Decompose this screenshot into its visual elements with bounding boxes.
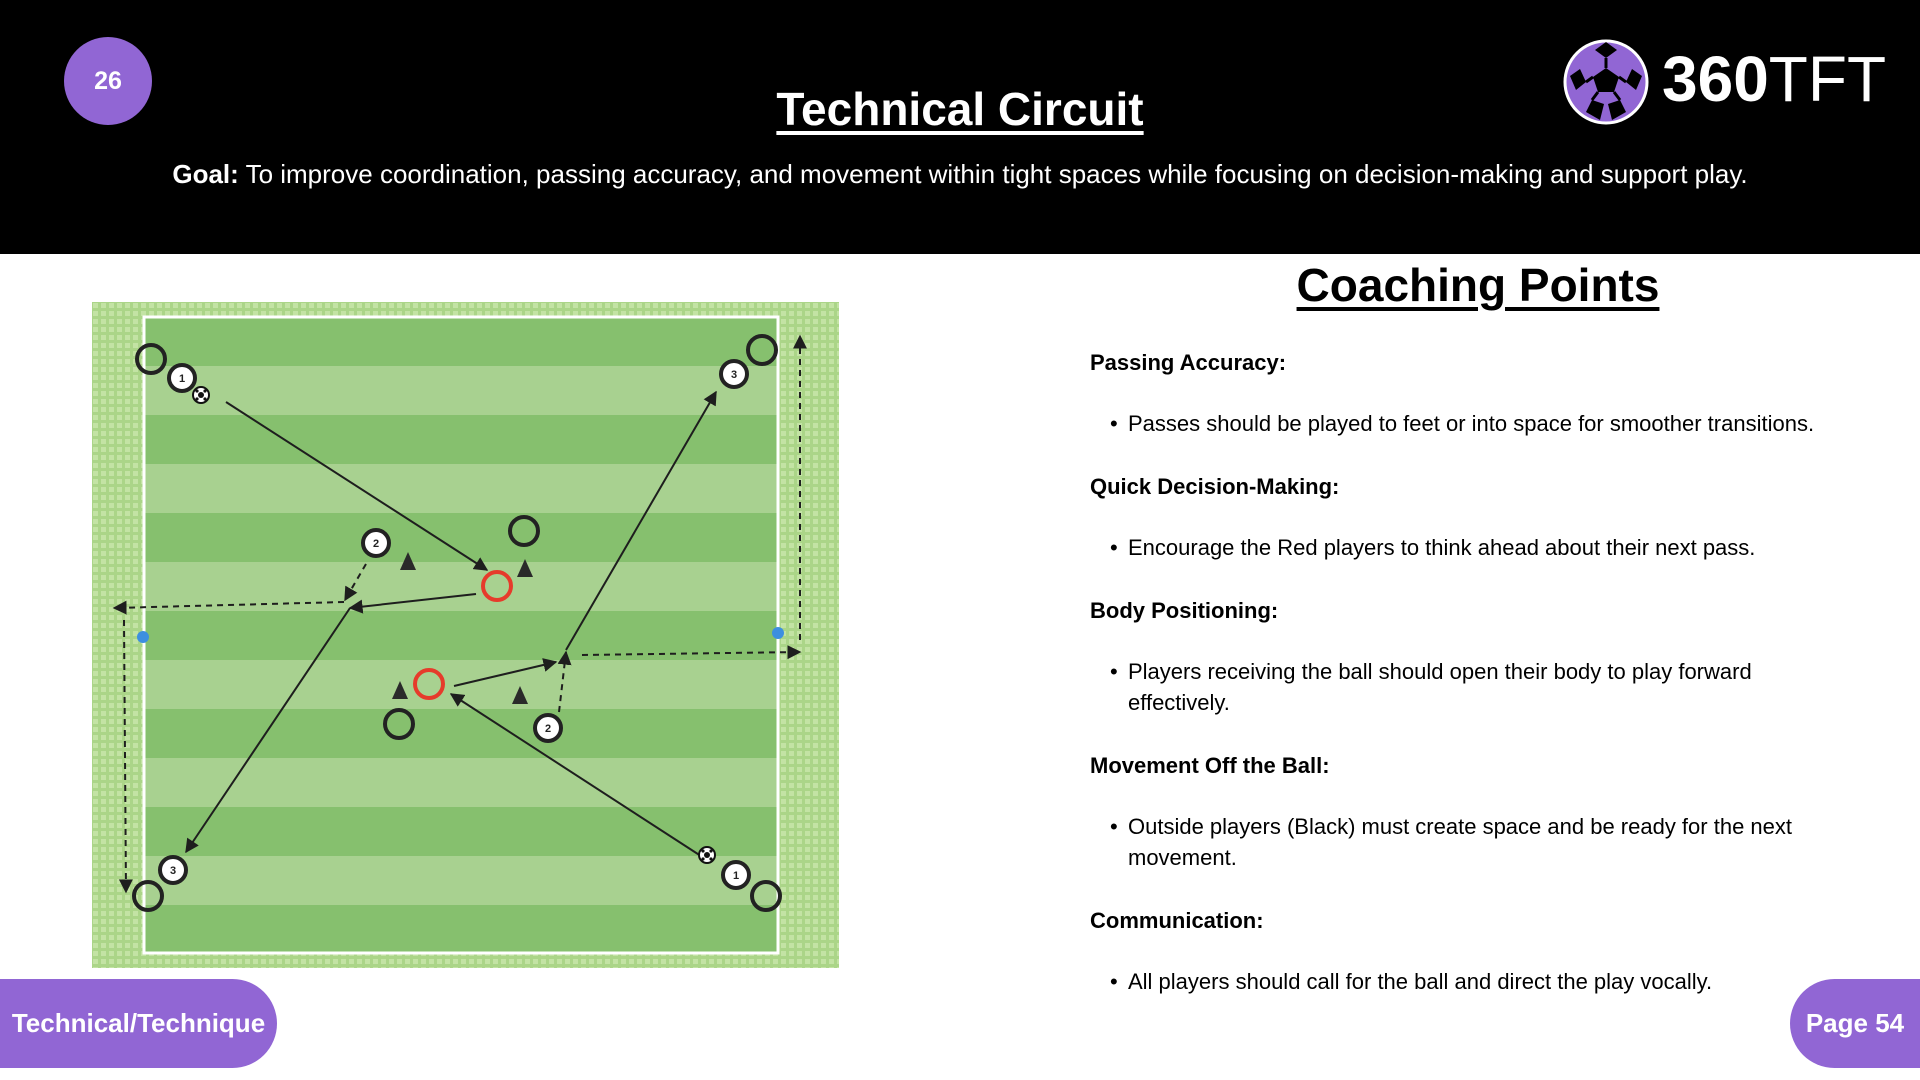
player-marker-1: [167, 363, 197, 393]
session-number-badge: 26: [64, 37, 152, 125]
cone-marker: [517, 559, 533, 577]
coaching-point: Players receiving the ball should open t…: [1110, 656, 1828, 718]
player-marker: [135, 343, 167, 375]
player-marker: [508, 515, 540, 547]
goal-text: To improve coordination, passing accurac…: [238, 159, 1748, 189]
pass-arrow: [449, 693, 705, 859]
coaching-point: Outside players (Black) must create spac…: [1110, 811, 1828, 873]
player-number: 3: [170, 865, 176, 877]
pass-arrow: [185, 607, 351, 854]
player-marker: [132, 880, 164, 912]
brand-light: TFT: [1768, 43, 1887, 115]
player-marker: [750, 880, 782, 912]
player-marker: [746, 334, 778, 366]
player-marker-3: [158, 855, 188, 885]
player-marker-3: [719, 359, 749, 389]
run-arrow: [581, 645, 802, 660]
coaching-point: Passes should be played to feet or into …: [1110, 408, 1888, 439]
cone-marker: [512, 686, 528, 704]
player-marker-2: [361, 528, 391, 558]
page-title: Technical Circuit: [776, 83, 1144, 135]
run-arrow: [118, 619, 133, 894]
run-arrow: [344, 563, 367, 602]
coaching-heading: Movement Off the Ball:: [1090, 753, 1330, 778]
brand-bold: 360: [1662, 43, 1769, 115]
pass-arrow: [565, 390, 717, 651]
ball-icon: [192, 386, 210, 404]
coaching-point: Encourage the Red players to think ahead…: [1110, 532, 1888, 563]
side-marker: [772, 627, 784, 639]
side-marker: [137, 631, 149, 643]
goal-statement: Goal: To improve coordination, passing a…: [0, 159, 1920, 190]
player-marker: [383, 708, 415, 740]
coaching-heading: Quick Decision-Making:: [1090, 474, 1340, 499]
brand-logo: 360TFT: [1562, 38, 1892, 126]
cone-marker: [400, 552, 416, 570]
player-marker-1: [721, 860, 751, 890]
pitch-stripes: [144, 317, 778, 954]
drill-diagram: 1 3 2 2 3 1: [92, 302, 839, 968]
red-player-marker: [481, 570, 513, 602]
coaching-points-title: Coaching Points: [1296, 259, 1660, 311]
header-bar: 26 Technical Circuit Goal: To improve co…: [0, 0, 1920, 254]
player-number: 1: [179, 373, 185, 385]
soccer-ball-icon: [1563, 39, 1649, 125]
pitch-svg: 1 3 2 2 3 1: [92, 302, 839, 968]
coaching-heading: Communication:: [1090, 908, 1264, 933]
page-number-tag: Page 54: [1790, 979, 1920, 1068]
player-number: 2: [373, 538, 379, 550]
coaching-point: All players should call for the ball and…: [1110, 966, 1888, 997]
ball-icon: [698, 846, 716, 864]
category-tag: Technical/Technique: [0, 979, 277, 1068]
coaching-heading: Body Positioning:: [1090, 598, 1279, 623]
pass-arrow: [453, 658, 558, 687]
run-arrow: [112, 600, 345, 615]
player-number: 3: [731, 369, 737, 381]
coaching-heading: Passing Accuracy:: [1090, 350, 1287, 375]
brand-wordmark: 360TFT: [1662, 46, 1886, 112]
player-marker-2: [533, 713, 563, 743]
pass-arrow: [348, 593, 477, 614]
red-player-marker: [413, 668, 445, 700]
pass-arrow: [225, 401, 489, 571]
player-number: 1: [733, 870, 739, 882]
goal-label: Goal:: [172, 159, 239, 189]
cone-marker: [392, 681, 408, 699]
player-number: 2: [545, 723, 551, 735]
